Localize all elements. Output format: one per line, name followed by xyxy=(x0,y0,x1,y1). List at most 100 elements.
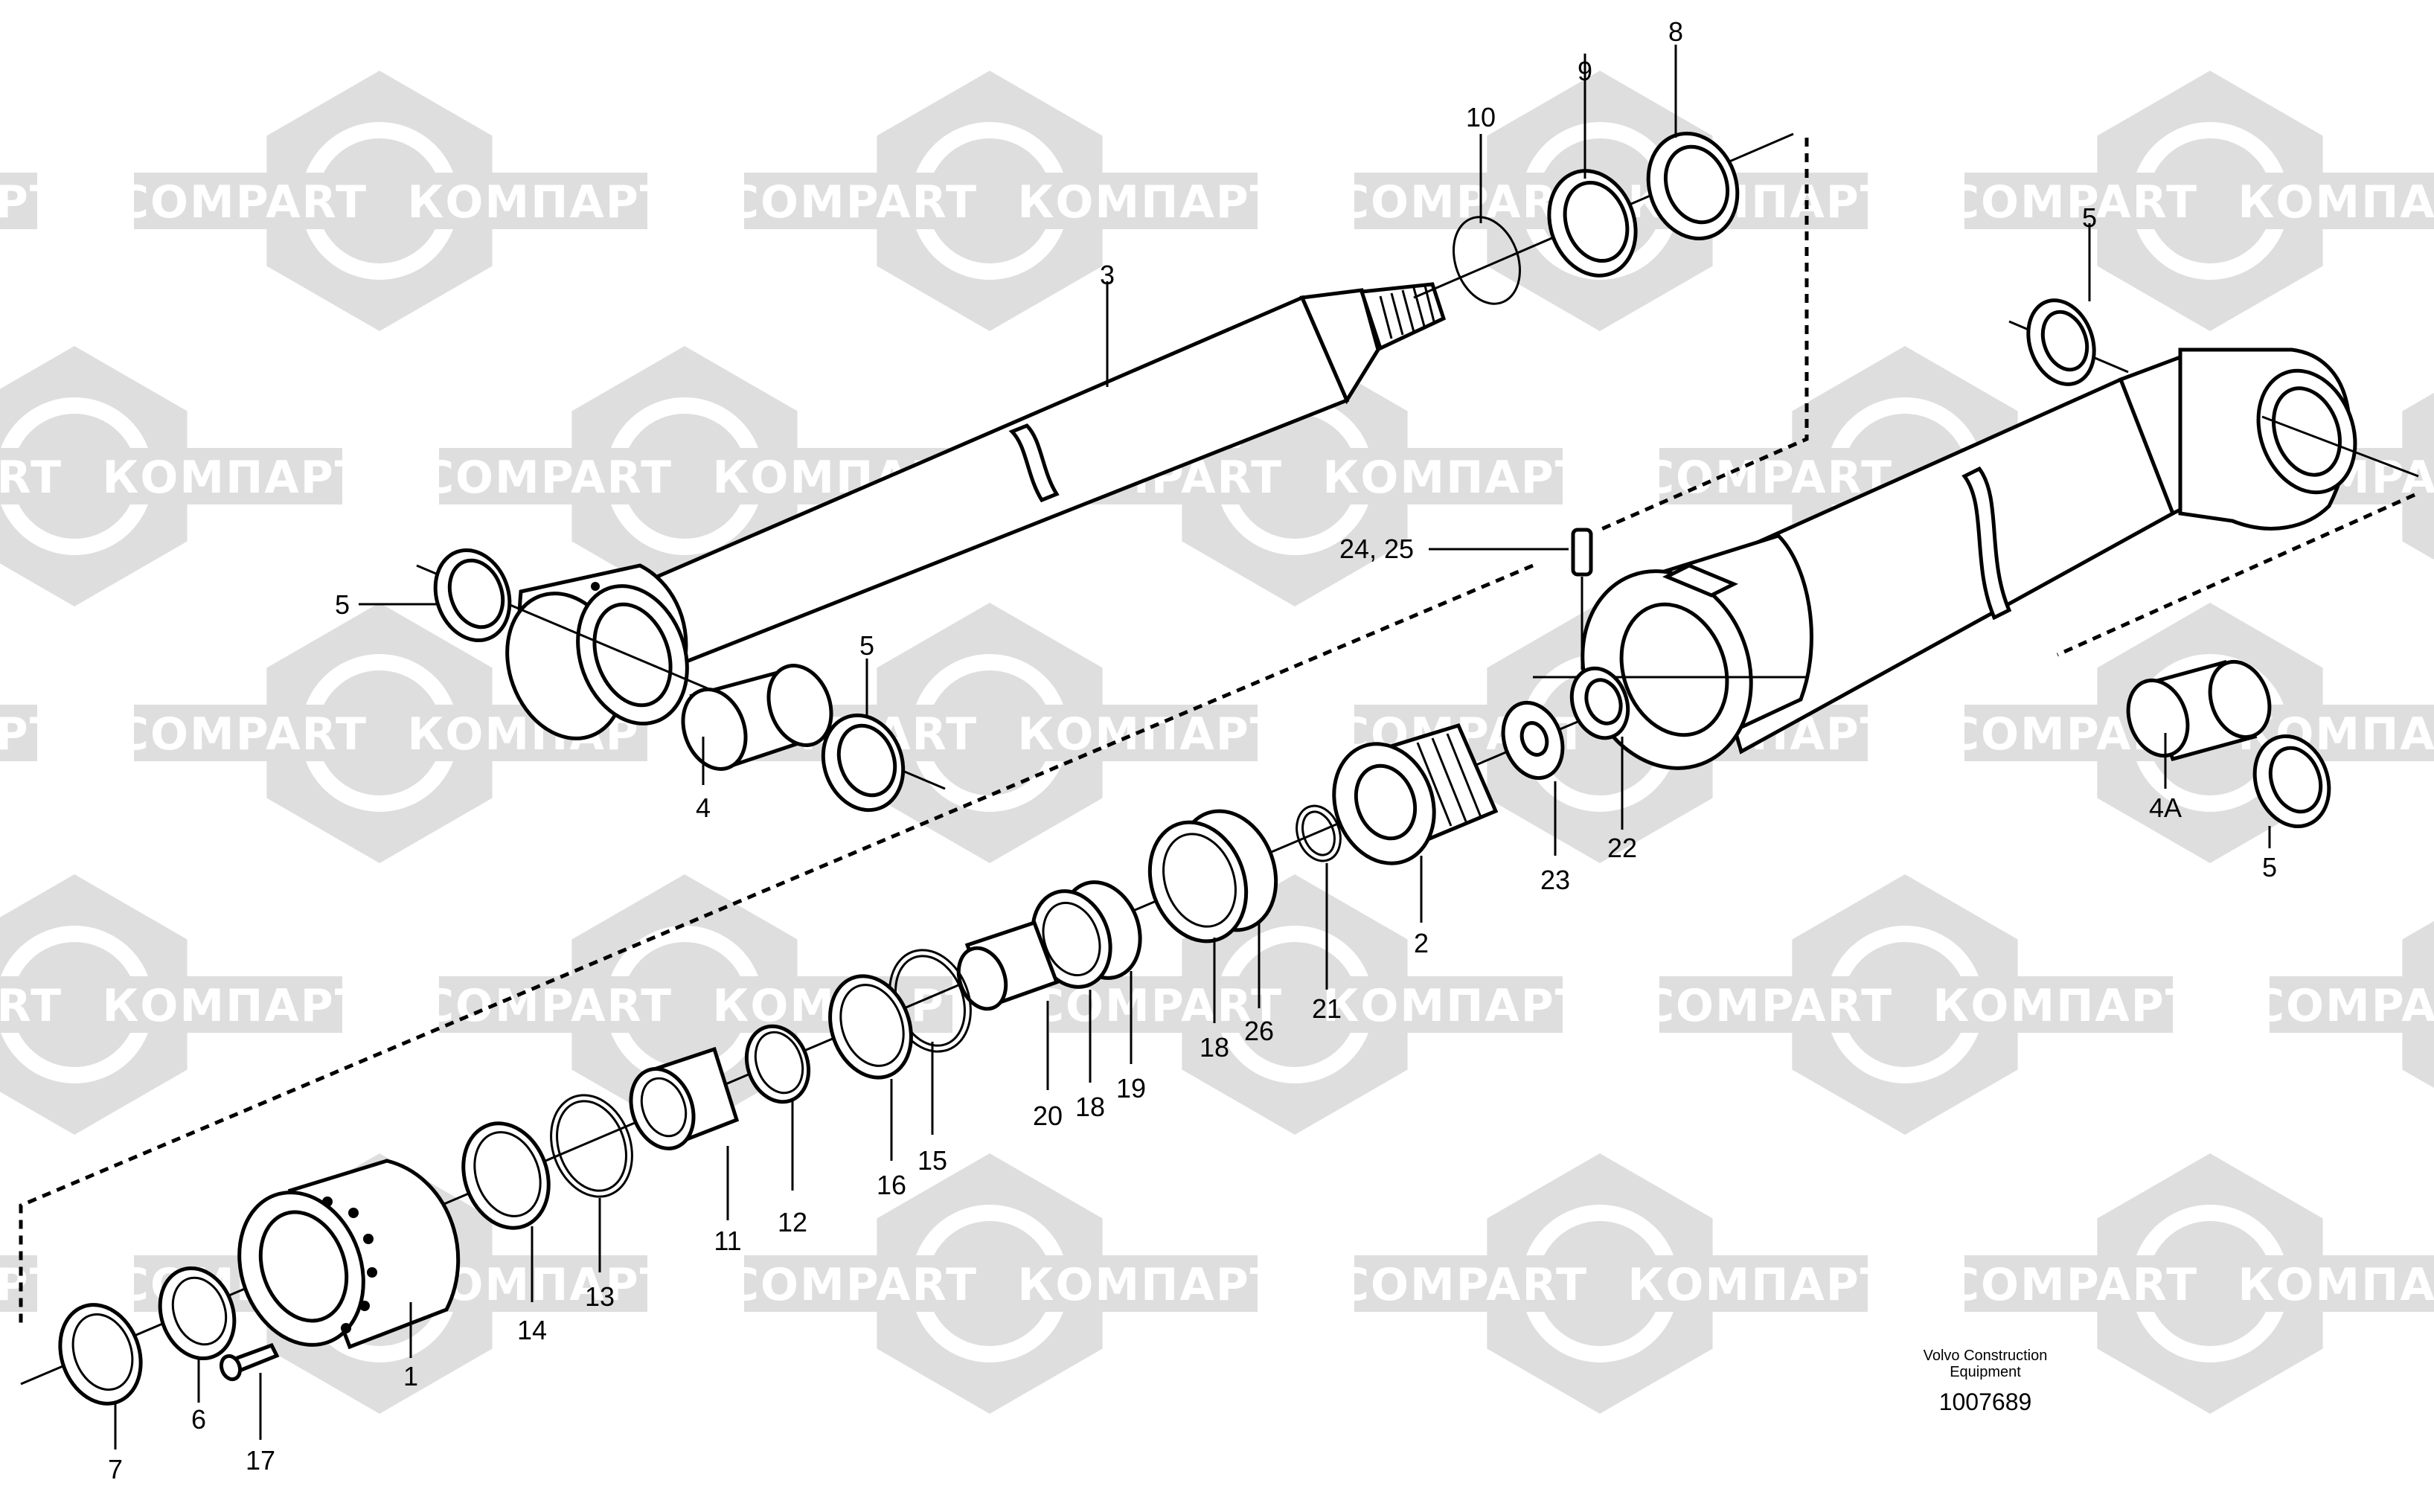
watermark-band xyxy=(1042,705,1258,761)
watermark-text-latin: COMPART xyxy=(116,708,368,760)
piston-seal-26-18 xyxy=(1147,809,1278,944)
watermark-band xyxy=(1652,1255,1868,1312)
watermark-band xyxy=(1042,173,1258,229)
callout-26: 26 xyxy=(1244,1016,1274,1046)
seal-ring-5-upper-left xyxy=(433,548,512,643)
watermark-band xyxy=(126,448,342,504)
manufacturer-line-1: Volvo Construction xyxy=(1924,1348,2048,1364)
callout-5-right: 5 xyxy=(2262,852,2277,882)
watermark-text-latin: COMPART xyxy=(1947,1259,2198,1311)
callout-labels: 1 2 3 4 4A 5 5 5 5 6 7 8 9 10 11 12 13 1… xyxy=(108,16,2277,1484)
watermark-hexagon xyxy=(1792,874,2018,1135)
watermark-text-cyrillic: КОМПАРТ xyxy=(1932,980,2197,1032)
callout-9: 9 xyxy=(1578,56,1592,86)
callout-16: 16 xyxy=(877,1170,906,1200)
callout-22: 22 xyxy=(1607,833,1637,863)
callout-19: 19 xyxy=(1116,1073,1146,1103)
watermark-text-cyrillic: КОМПАРТ xyxy=(102,452,366,504)
assembly-dashed-line-right xyxy=(2056,493,2416,657)
watermark-band xyxy=(134,173,350,229)
callout-leaders xyxy=(114,45,2271,1449)
callout-13: 13 xyxy=(585,1281,615,1312)
bushing-4a xyxy=(2126,659,2272,761)
assembly-dashed-line-top xyxy=(1598,138,1809,532)
watermark-text-latin: COMPART xyxy=(1336,1259,1588,1311)
watermark-band xyxy=(0,1255,37,1312)
callout-4: 4 xyxy=(696,792,711,823)
watermark-band xyxy=(134,705,350,761)
seal-ring-5-top-right xyxy=(2008,298,2129,386)
piston-2 xyxy=(1332,723,1499,865)
watermark-hexagon xyxy=(2097,1153,2323,1414)
watermark-band xyxy=(432,173,647,229)
assembly-dashed-line-left xyxy=(19,563,1534,1328)
watermark-hexagon xyxy=(877,71,1103,331)
callout-21: 21 xyxy=(1312,993,1342,1024)
callout-18-right: 18 xyxy=(1200,1032,1229,1063)
watermark-text-cyrillic: КОМПАРТ xyxy=(0,1259,62,1311)
callout-2: 2 xyxy=(1414,928,1429,958)
watermark-text-latin: COMPART xyxy=(116,176,368,228)
exploded-view-drawing xyxy=(19,131,2419,1406)
seal-8 xyxy=(1646,131,1740,241)
bushing-11 xyxy=(629,1046,740,1150)
watermark-text-latin: COMPART xyxy=(1336,176,1588,228)
watermark-text-cyrillic: КОМПАРТ xyxy=(2238,1259,2434,1311)
watermark-hexagon xyxy=(571,874,798,1135)
watermark-band xyxy=(432,1255,647,1312)
rings-15-16 xyxy=(828,949,972,1080)
watermark-band xyxy=(1964,173,2180,229)
callout-20: 20 xyxy=(1033,1101,1063,1131)
watermark-hexagon xyxy=(877,1153,1103,1414)
piston-rod xyxy=(416,282,1447,790)
watermark-band xyxy=(1042,1255,1258,1312)
watermark-band xyxy=(2262,1255,2434,1312)
callout-14: 14 xyxy=(517,1315,547,1345)
watermark-text-latin: COMPART xyxy=(421,980,673,1032)
nut-22 xyxy=(1569,666,1630,740)
watermark-band xyxy=(744,173,960,229)
watermark-band xyxy=(439,976,655,1033)
callout-24-25: 24, 25 xyxy=(1339,534,1414,564)
watermark-text-latin: COMPART xyxy=(726,1259,978,1311)
watermark-text-latin: COMPART xyxy=(2252,980,2434,1032)
watermark-text-cyrillic: КОМПАРТ xyxy=(407,176,671,228)
callout-1: 1 xyxy=(403,1361,418,1391)
watermark-hexagon xyxy=(266,603,493,863)
cylinder-head-1 xyxy=(237,1159,461,1350)
callout-5-left: 5 xyxy=(335,589,350,620)
watermark-band xyxy=(2262,173,2434,229)
watermark-text-cyrillic: КОМПАРТ xyxy=(0,176,62,228)
watermark-band xyxy=(744,1255,960,1312)
ring-7 xyxy=(58,1303,143,1406)
watermark-text-latin: COMPART xyxy=(1947,176,2198,228)
watermark-band xyxy=(1354,1255,1570,1312)
callout-10: 10 xyxy=(1466,102,1496,132)
watermark-text-latin: COMPART xyxy=(421,452,673,504)
lock-washer-23 xyxy=(1501,700,1565,781)
o-ring-21 xyxy=(1296,804,1342,862)
watermark-band xyxy=(439,448,655,504)
watermark-text-latin: COMPART xyxy=(0,980,63,1032)
watermark-band xyxy=(1354,173,1570,229)
seal-6 xyxy=(158,1266,237,1361)
watermark-text-latin: COMPART xyxy=(1031,980,1283,1032)
watermark-text-cyrillic: КОМПАРТ xyxy=(1627,1259,1892,1311)
drawing-number: 1007689 xyxy=(1939,1388,2032,1415)
watermark-text-cyrillic: КОМПАРТ xyxy=(1017,708,1281,760)
watermark-band xyxy=(126,976,342,1033)
callout-5-mid: 5 xyxy=(859,630,874,661)
callout-15: 15 xyxy=(917,1145,947,1176)
callout-7: 7 xyxy=(108,1454,123,1484)
watermark-hexagon xyxy=(1182,874,1408,1135)
callout-6: 6 xyxy=(191,1404,206,1435)
callout-3: 3 xyxy=(1100,260,1115,290)
drawing-footer: Volvo Construction Equipment 1007689 xyxy=(1924,1348,2048,1415)
watermark-text-cyrillic: КОМПАРТ xyxy=(1017,1259,1281,1311)
callout-23: 23 xyxy=(1540,865,1570,895)
watermark-band xyxy=(1347,448,1563,504)
watermark-text-cyrillic: КОМПАРТ xyxy=(1322,980,1586,1032)
watermark-text-cyrillic: КОМПАРТ xyxy=(102,980,366,1032)
manufacturer-line-2: Equipment xyxy=(1950,1364,2021,1380)
ring-12 xyxy=(744,1024,811,1104)
